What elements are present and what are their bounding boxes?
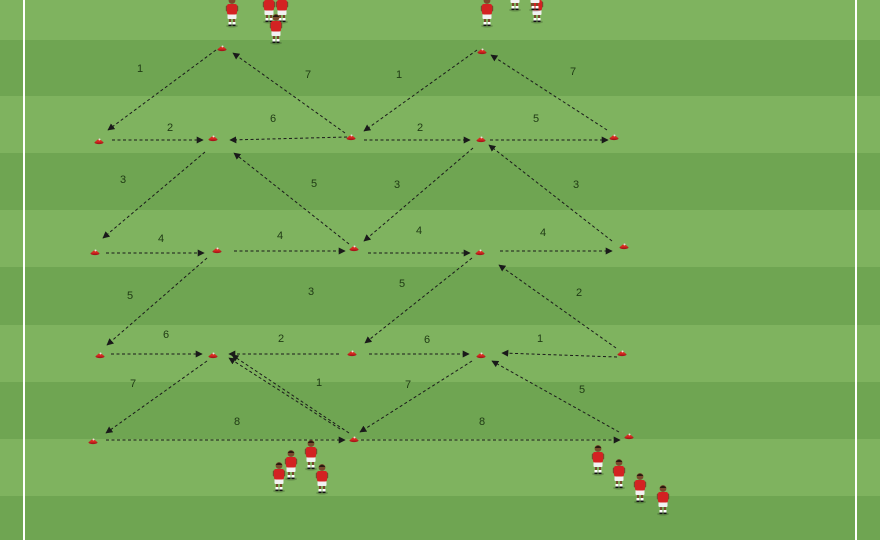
pass-label-right-14: 5 (579, 384, 585, 396)
pitch-stripe (0, 496, 880, 540)
pass-label-right-9: 5 (533, 113, 539, 125)
pass-label-left-15: 7 (305, 69, 311, 81)
pitch-stripe (0, 40, 880, 96)
pass-label-right-11: 3 (573, 179, 579, 191)
pass-label-left-6: 6 (163, 329, 169, 341)
pitch-stripe (0, 325, 880, 382)
pass-label-left-2: 2 (167, 122, 173, 134)
pass-label-right-7: 7 (405, 379, 411, 391)
pass-label-left-10: 5 (311, 178, 317, 190)
pitch-stripe (0, 0, 880, 40)
pass-label-right-13: 1 (537, 333, 543, 345)
pass-label-right-1: 1 (396, 69, 402, 81)
pass-label-right-15: 7 (570, 66, 576, 78)
pitch-stripe (0, 96, 880, 153)
pass-label-right-4: 4 (416, 225, 422, 237)
pass-label-right-2: 2 (417, 122, 423, 134)
pass-label-right-3: 3 (394, 179, 400, 191)
pass-label-left-3: 3 (120, 174, 126, 186)
pitch-stripe (0, 382, 880, 439)
pass-label-left-1: 1 (137, 63, 143, 75)
pitch-stripe (0, 439, 880, 496)
pass-label-right-8: 8 (479, 416, 485, 428)
pass-label-left-9: 6 (270, 113, 276, 125)
pass-label-left-13: 2 (278, 333, 284, 345)
pass-label-right-10: 4 (540, 227, 546, 239)
pitch-stripe (0, 210, 880, 267)
pass-label-right-12: 2 (576, 287, 582, 299)
pass-label-right-6: 6 (424, 334, 430, 346)
pass-label-left-7: 7 (130, 378, 136, 390)
pass-label-left-12: 3 (308, 286, 314, 298)
pass-label-right-5: 5 (399, 278, 405, 290)
pass-label-left-14: 1 (316, 377, 322, 389)
pass-label-left-4: 4 (158, 233, 164, 245)
pass-label-left-5: 5 (127, 290, 133, 302)
pass-label-left-8: 8 (234, 416, 240, 428)
pitch-stripe (0, 153, 880, 210)
pass-label-left-11: 4 (277, 230, 283, 242)
